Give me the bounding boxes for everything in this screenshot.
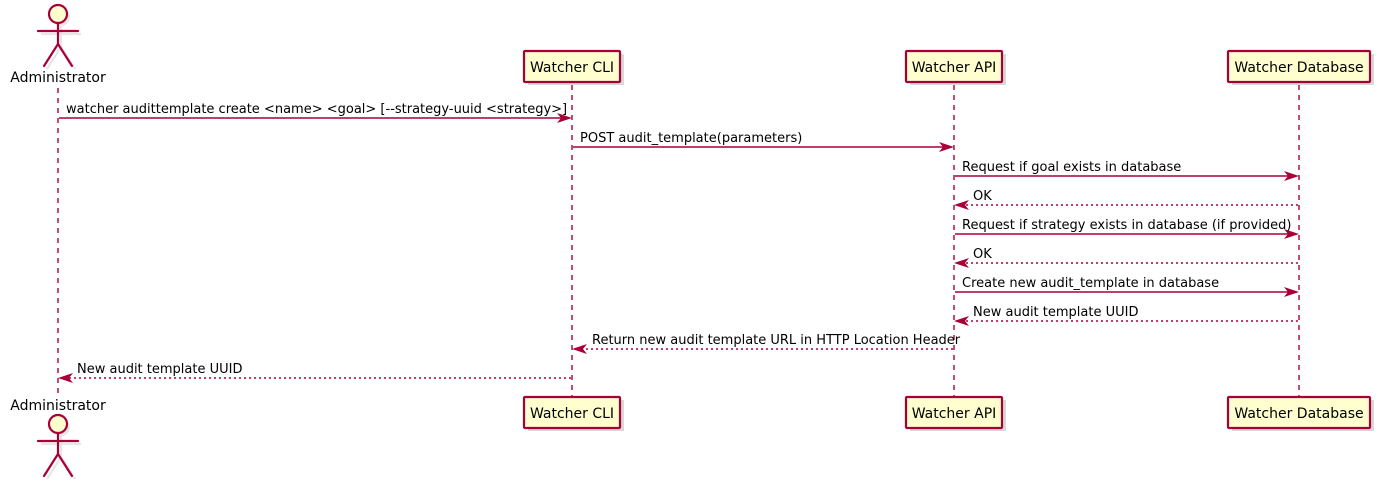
- participant-label-watcher-database-top: Watcher Database: [1234, 60, 1363, 76]
- actor-label-administrator-bottom: Administrator: [10, 398, 106, 414]
- message-label-6: Create new audit_template in database: [962, 276, 1219, 291]
- arrow-head-7: [954, 316, 969, 326]
- message-label-2: Request if goal exists in database: [962, 160, 1181, 175]
- arrow-head-9: [58, 373, 73, 383]
- message-6[interactable]: Create new audit_template in database: [955, 276, 1299, 297]
- participant-watcher-cli-bottom[interactable]: Watcher CLI: [522, 395, 624, 431]
- participant-box-watcher-api-top[interactable]: [904, 49, 1004, 84]
- actor-administrator-top[interactable]: Administrator: [10, 3, 106, 86]
- message-label-7: New audit template UUID: [973, 305, 1138, 320]
- message-label-1: POST audit_template(parameters): [580, 131, 802, 146]
- message-7[interactable]: New audit template UUID: [954, 305, 1298, 326]
- lifelines: [57, 85, 1300, 396]
- actor-head-icon: [47, 3, 69, 25]
- actor-leg-left-icon: [42, 42, 60, 68]
- message-3[interactable]: OK: [954, 189, 1298, 210]
- message-label-8: Return new audit template URL in HTTP Lo…: [592, 333, 961, 348]
- actor-administrator-bottom[interactable]: Administrator: [10, 398, 106, 480]
- participant-label-watcher-cli-bottom: Watcher CLI: [530, 406, 614, 422]
- participant-watcher-database-bottom[interactable]: Watcher Database: [1226, 395, 1374, 431]
- participant-label-watcher-api-bottom: Watcher API: [912, 406, 997, 422]
- message-0[interactable]: watcher audittemplate create <name> <goa…: [59, 102, 572, 123]
- arrow-head-2: [1284, 171, 1299, 181]
- participant-watcher-api-top[interactable]: Watcher API: [904, 49, 1006, 85]
- message-label-5: OK: [973, 247, 992, 262]
- participant-box-watcher-api-bottom[interactable]: [904, 395, 1004, 430]
- participant-label-watcher-database-bottom: Watcher Database: [1234, 406, 1363, 422]
- message-8[interactable]: Return new audit template URL in HTTP Lo…: [572, 333, 961, 354]
- arrow-head-8: [572, 344, 587, 354]
- message-5[interactable]: OK: [954, 247, 1298, 268]
- actor-leg-left-icon-bottom: [42, 452, 60, 478]
- participant-label-watcher-cli-top: Watcher CLI: [530, 60, 614, 76]
- actor-label-administrator-top: Administrator: [10, 70, 106, 86]
- message-label-3: OK: [973, 189, 992, 204]
- actor-leg-right-icon: [56, 42, 74, 68]
- participant-box-watcher-database-top[interactable]: [1226, 49, 1372, 84]
- actor-head-icon-bottom: [47, 413, 69, 435]
- message-label-9: New audit template UUID: [77, 362, 242, 377]
- participant-watcher-cli-top[interactable]: Watcher CLI: [522, 49, 624, 85]
- actor-leg-right-icon-bottom: [56, 452, 74, 478]
- participant-box-watcher-cli-bottom[interactable]: [522, 395, 622, 430]
- message-2[interactable]: Request if goal exists in database: [955, 160, 1299, 181]
- participant-watcher-api-bottom[interactable]: Watcher API: [904, 395, 1006, 431]
- arrow-head-1: [939, 142, 954, 152]
- participant-label-watcher-api-top: Watcher API: [912, 60, 997, 76]
- message-1[interactable]: POST audit_template(parameters): [573, 131, 954, 152]
- participant-watcher-database-top[interactable]: Watcher Database: [1226, 49, 1374, 85]
- arrow-head-4: [1284, 229, 1299, 239]
- arrow-head-0: [557, 113, 572, 123]
- participant-box-watcher-database-bottom[interactable]: [1226, 395, 1372, 430]
- arrow-head-5: [954, 258, 969, 268]
- message-label-4: Request if strategy exists in database (…: [962, 218, 1291, 233]
- arrow-head-3: [954, 200, 969, 210]
- message-4[interactable]: Request if strategy exists in database (…: [955, 218, 1299, 239]
- participant-box-watcher-cli-top[interactable]: [522, 49, 622, 84]
- message-label-0: watcher audittemplate create <name> <goa…: [66, 102, 567, 117]
- arrow-head-6: [1284, 287, 1299, 297]
- message-9[interactable]: New audit template UUID: [58, 362, 571, 383]
